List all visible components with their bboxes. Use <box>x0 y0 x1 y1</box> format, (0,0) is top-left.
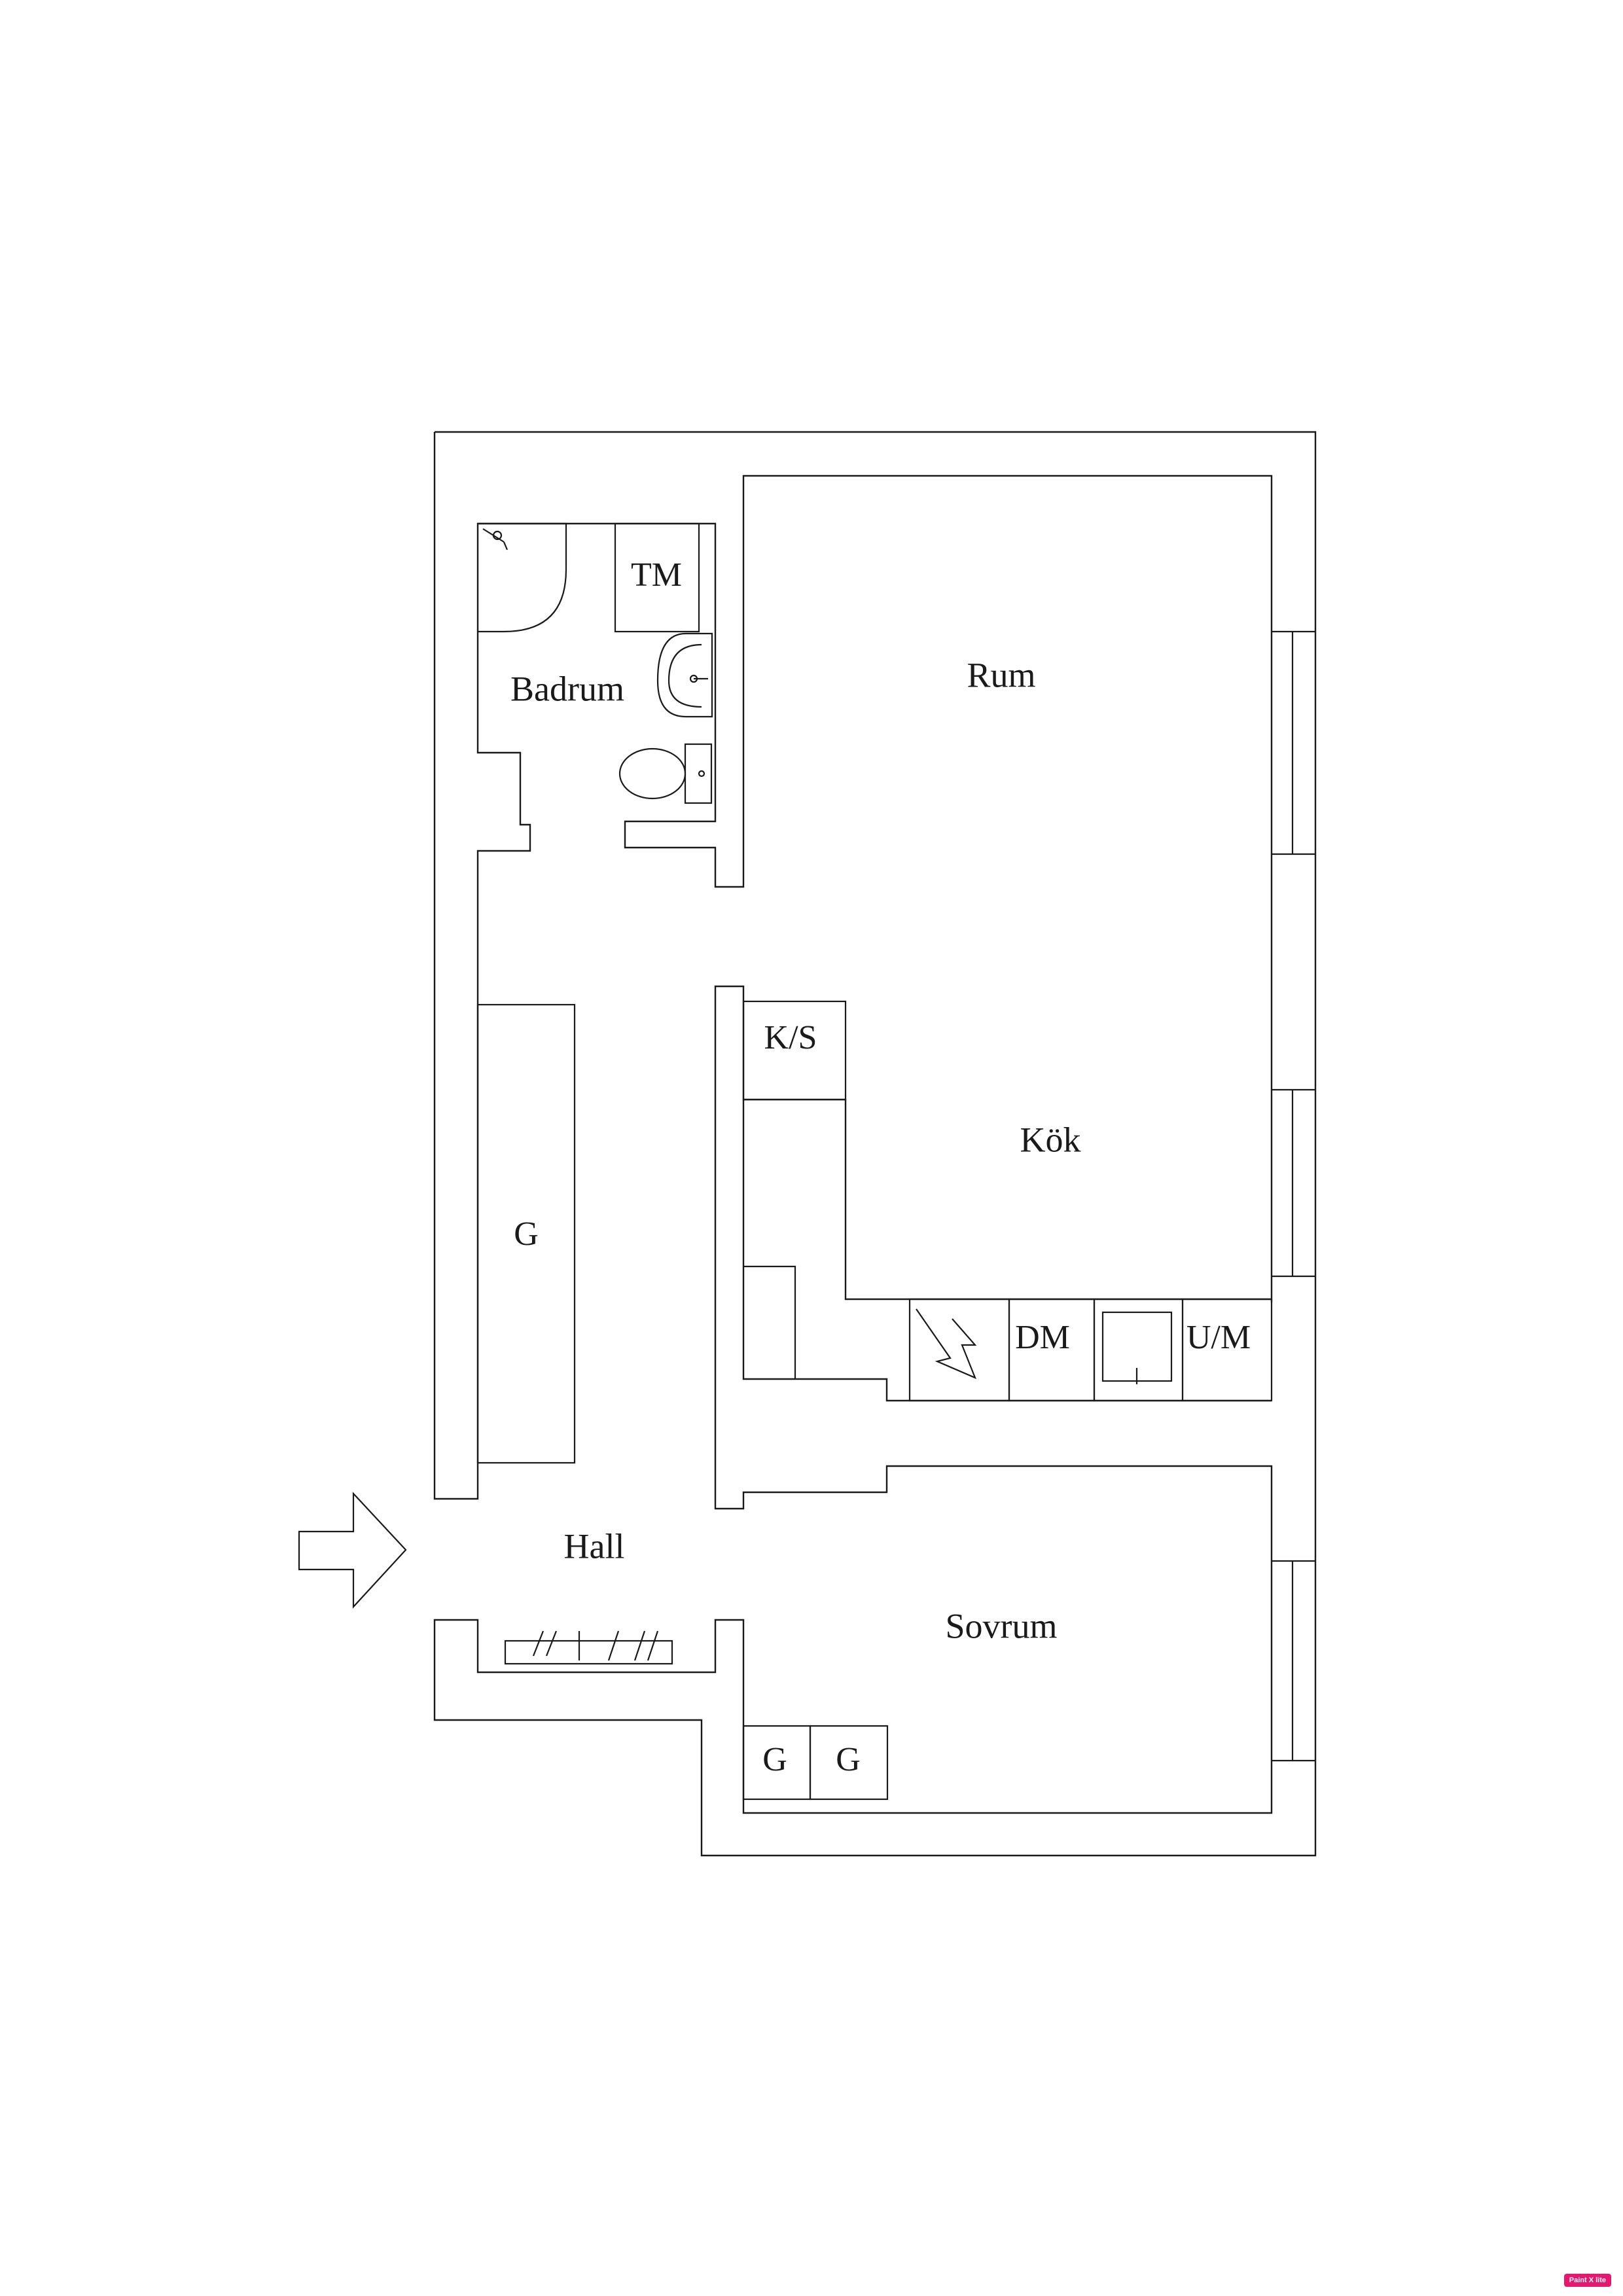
label-ks: K/S <box>764 1019 817 1056</box>
label-badrum: Badrum <box>510 669 624 708</box>
label-bedroom-wardrobe-2: G <box>836 1741 861 1778</box>
label-hall: Hall <box>564 1526 625 1566</box>
outer-wall <box>433 431 1317 1857</box>
entrance-arrow-icon <box>298 1492 407 1609</box>
label-sovrum: Sovrum <box>945 1606 1057 1645</box>
sink-cabinet <box>1093 1298 1184 1402</box>
kitchen-lower-cabinet <box>743 1265 796 1379</box>
shower-icon <box>482 528 508 550</box>
sink-icon <box>656 632 713 718</box>
label-dm: DM <box>1015 1319 1070 1356</box>
window-icon <box>1272 1088 1315 1278</box>
hall-wardrobe <box>476 1003 576 1464</box>
window-icon <box>1272 630 1315 855</box>
label-bedroom-wardrobe-1: G <box>762 1741 787 1778</box>
washing-machine <box>614 522 700 633</box>
hall-shelf <box>504 1640 673 1665</box>
bedroom-wardrobe-2 <box>809 1725 889 1801</box>
label-hall-wardrobe: G <box>514 1215 539 1253</box>
stove <box>908 1298 1010 1402</box>
stove-icon <box>916 1308 977 1380</box>
window-icon <box>1272 1560 1315 1762</box>
label-kok: Kök <box>1020 1120 1081 1159</box>
shower-enclosure <box>478 522 567 633</box>
kitchen-wall <box>742 1001 1272 1300</box>
fridge-freezer-unit <box>1181 1298 1273 1402</box>
watermark-badge: Paint X lite <box>1563 2274 1611 2287</box>
label-um: U/M <box>1186 1319 1251 1356</box>
outer-wall-left <box>433 432 1273 1500</box>
hall-shelf-hangers <box>532 1630 659 1661</box>
label-rum: Rum <box>967 655 1035 694</box>
label-tm: TM <box>631 556 682 594</box>
fridge-freezer <box>742 1000 847 1101</box>
toilet-icon <box>618 743 713 804</box>
